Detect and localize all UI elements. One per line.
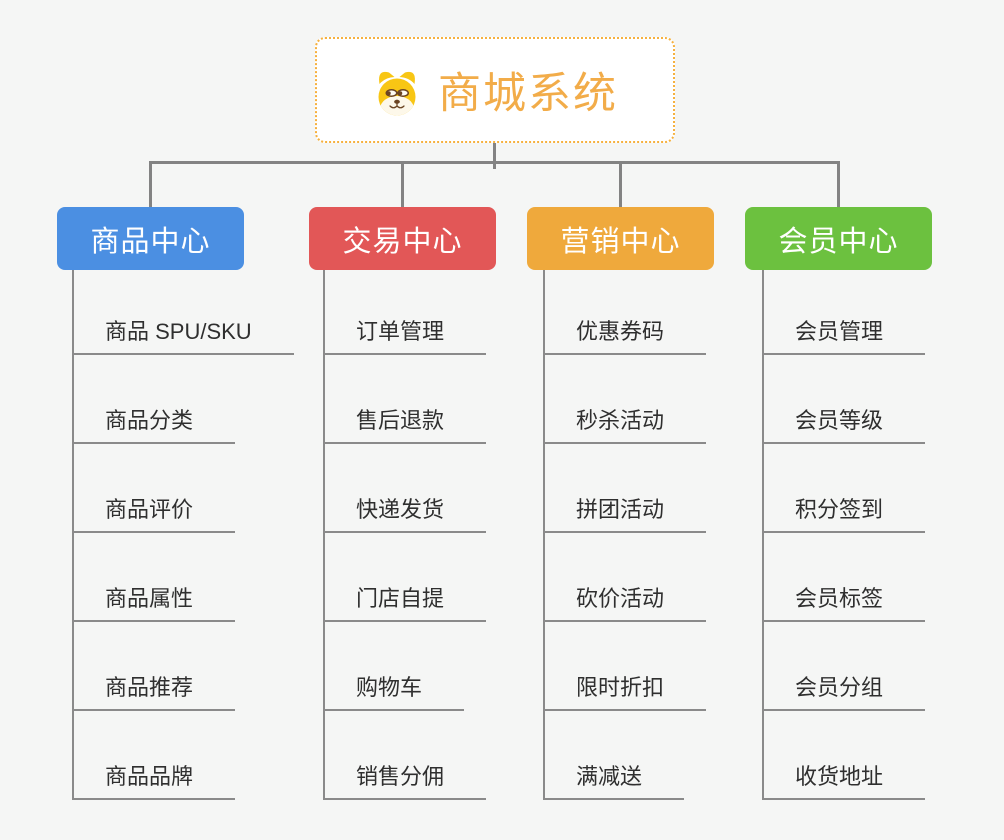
root-node-label: 商城系统 [438, 70, 618, 118]
branch-node-label: 营销中心 [560, 225, 681, 258]
branch-drop-line [837, 161, 840, 207]
branch-node-product-center[interactable]: 商品中心 [57, 207, 244, 270]
leaf-node[interactable]: 商品分类 [72, 355, 236, 444]
root-node-mall-system[interactable]: 商城系统 [315, 37, 675, 143]
leaf-node[interactable]: 收货地址 [762, 711, 926, 800]
branch-trunk-line [72, 270, 74, 800]
leaf-node[interactable]: 商品 SPU/SKU [72, 270, 294, 355]
branch-drop-line [149, 161, 152, 207]
leaf-node[interactable]: 门店自提 [323, 533, 487, 622]
branch-items-member-center: 会员管理 会员等级 积分签到 会员标签 会员分组 收货地址 [762, 270, 926, 800]
branch-trunk-line [762, 270, 764, 800]
leaf-node[interactable]: 会员标签 [762, 533, 926, 622]
branch-items-trade-center: 订单管理 售后退款 快递发货 门店自提 购物车 销售分佣 [323, 270, 487, 800]
branch-node-label: 会员中心 [778, 225, 899, 258]
leaf-node[interactable]: 会员分组 [762, 622, 926, 711]
branch-items-marketing-center: 优惠券码 秒杀活动 拼团活动 砍价活动 限时折扣 满减送 [543, 270, 707, 800]
leaf-node[interactable]: 积分签到 [762, 444, 926, 533]
leaf-node[interactable]: 商品属性 [72, 533, 236, 622]
branch-node-marketing-center[interactable]: 营销中心 [527, 207, 714, 270]
leaf-node[interactable]: 优惠券码 [543, 270, 707, 355]
leaf-node[interactable]: 售后退款 [323, 355, 487, 444]
leaf-node[interactable]: 拼团活动 [543, 444, 707, 533]
leaf-node[interactable]: 会员管理 [762, 270, 926, 355]
branch-trunk-line [323, 270, 325, 800]
leaf-node[interactable]: 砍价活动 [543, 533, 707, 622]
leaf-node[interactable]: 快递发货 [323, 444, 487, 533]
root-connector-line [493, 143, 496, 169]
branch-trunk-line [543, 270, 545, 800]
branch-bus-line [149, 161, 840, 164]
branch-node-label: 商品中心 [90, 225, 211, 258]
leaf-node[interactable]: 秒杀活动 [543, 355, 707, 444]
leaf-node[interactable]: 满减送 [543, 711, 685, 800]
leaf-node[interactable]: 商品品牌 [72, 711, 236, 800]
leaf-node[interactable]: 限时折扣 [543, 622, 707, 711]
branch-node-trade-center[interactable]: 交易中心 [309, 207, 496, 270]
dog-face-icon [372, 62, 422, 118]
branch-node-member-center[interactable]: 会员中心 [745, 207, 932, 270]
leaf-node[interactable]: 订单管理 [323, 270, 487, 355]
leaf-node[interactable]: 会员等级 [762, 355, 926, 444]
branch-drop-line [619, 161, 622, 207]
leaf-node[interactable]: 商品推荐 [72, 622, 236, 711]
branch-items-product-center: 商品 SPU/SKU 商品分类 商品评价 商品属性 商品推荐 商品品牌 [72, 270, 294, 800]
leaf-node[interactable]: 商品评价 [72, 444, 236, 533]
leaf-node[interactable]: 购物车 [323, 622, 465, 711]
leaf-node[interactable]: 销售分佣 [323, 711, 487, 800]
branch-node-label: 交易中心 [342, 225, 463, 258]
branch-drop-line [401, 161, 404, 207]
